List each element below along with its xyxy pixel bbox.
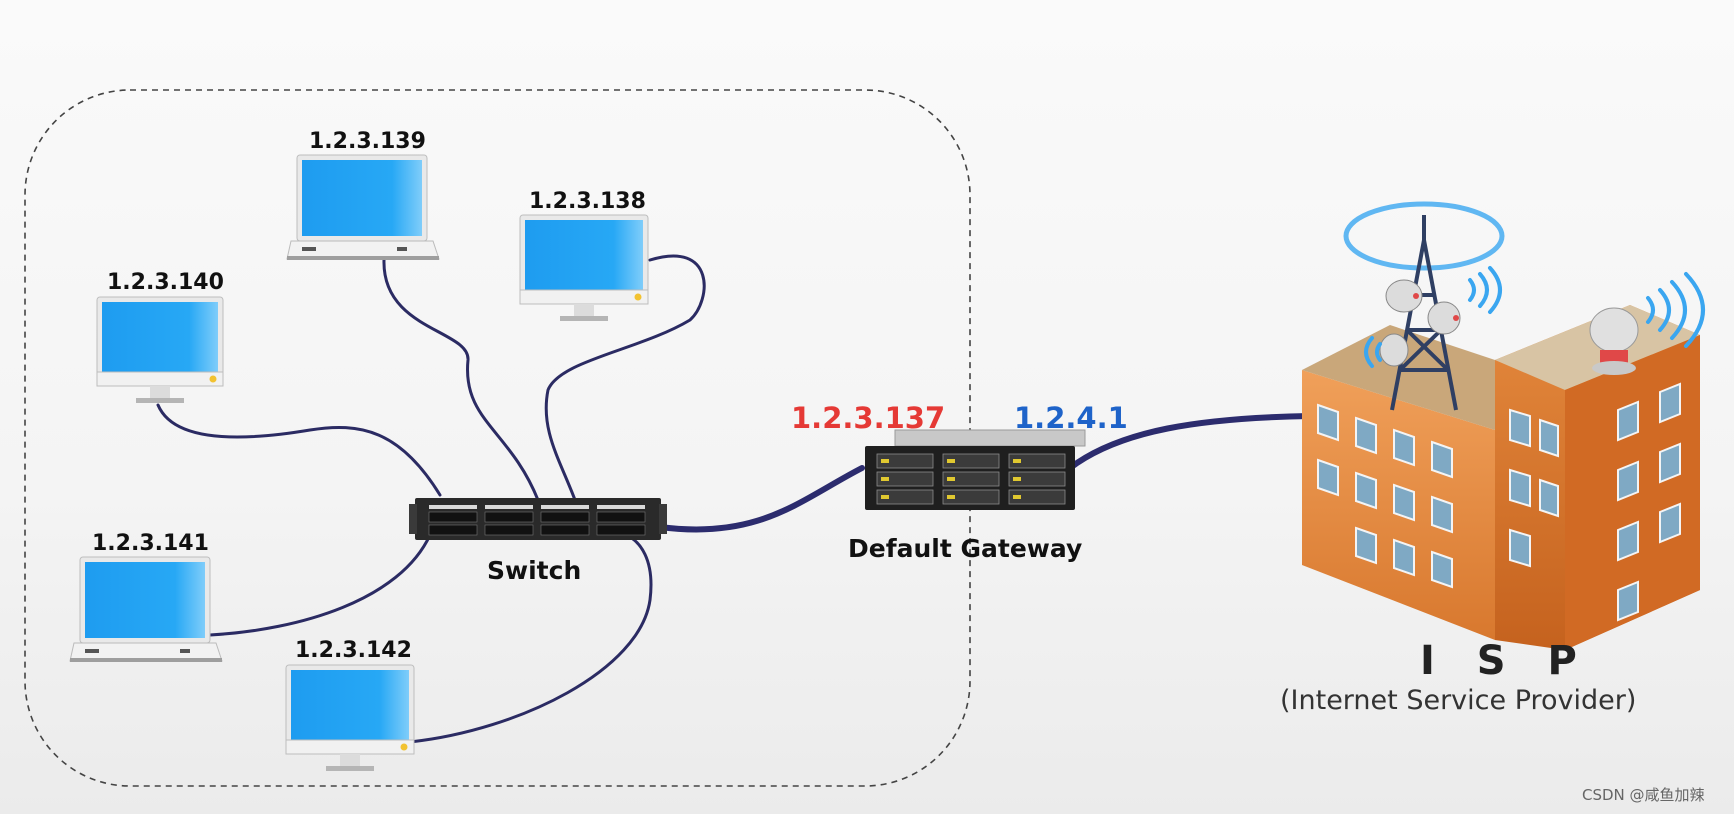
- rooftop-dish-icon: [1589, 307, 1639, 375]
- cables: [156, 254, 1313, 744]
- laptop-139: [286, 154, 440, 260]
- cable-139-switch: [382, 258, 540, 502]
- cable-142-switch: [408, 533, 653, 744]
- signal-ring-icon: [1343, 201, 1505, 271]
- isp-title: I S P: [1420, 638, 1591, 684]
- cable-140-switch: [156, 403, 442, 497]
- cable-138-switch: [544, 254, 706, 502]
- gateway-wan-ip: 1.2.4.1: [1014, 401, 1128, 435]
- cable-switch-gateway: [657, 465, 865, 533]
- lan-boundary: [24, 89, 971, 787]
- cable-gateway-isp: [1067, 413, 1313, 471]
- switch-device: [409, 498, 667, 540]
- isp-subtitle: (Internet Service Provider): [1280, 685, 1636, 716]
- signal-waves-icon: [1364, 266, 1705, 368]
- host-ip-138: 1.2.3.138: [529, 189, 646, 214]
- monitor-138: [519, 214, 649, 321]
- gateway-label: Default Gateway: [848, 534, 1082, 563]
- satellite-dish-icon: [1379, 279, 1461, 367]
- host-ip-139: 1.2.3.139: [309, 129, 426, 154]
- monitor-142: [285, 664, 415, 771]
- gateway-device: [865, 429, 1086, 510]
- host-ip-142: 1.2.3.142: [295, 638, 412, 663]
- cable-141-switch: [208, 533, 432, 637]
- gateway-lan-ip: 1.2.3.137: [791, 401, 945, 435]
- watermark: CSDN @咸鱼加辣: [1582, 786, 1705, 804]
- host-ip-141: 1.2.3.141: [92, 531, 209, 556]
- monitor-140: [96, 296, 224, 403]
- switch-label: Switch: [487, 556, 581, 585]
- laptop-141: [69, 556, 223, 662]
- isp-building: [1302, 201, 1705, 650]
- host-ip-140: 1.2.3.140: [107, 270, 224, 295]
